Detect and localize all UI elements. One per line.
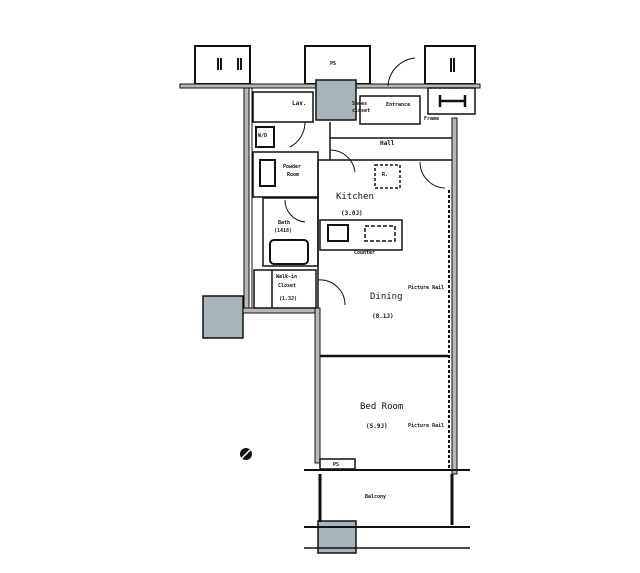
label-kitchen: Kitchen <box>336 192 374 202</box>
label-dining: Dining <box>370 292 403 302</box>
label-bedroom: Bed Room <box>360 402 404 412</box>
label-ps-top: PS <box>330 61 337 67</box>
label-closet: Closet <box>278 283 297 289</box>
label-frame: Frame <box>424 116 440 122</box>
label-kitchen-size: (3.0J) <box>341 210 363 217</box>
label-ps-bottom: PS <box>333 462 340 468</box>
label-powder-room-2: Room <box>287 172 300 178</box>
label-shoes: Shoes <box>352 101 368 107</box>
label-refrigerator: R. <box>382 172 389 178</box>
label-lavatory: Lav. <box>292 100 307 107</box>
label-powder-room: Powder <box>283 164 302 170</box>
label-bath: Bath <box>278 220 291 226</box>
pipe-shaft-top <box>315 79 357 121</box>
label-entrance: Entrance <box>386 102 411 108</box>
label-shoes-closet: closet <box>352 108 371 114</box>
label-wd: W/D <box>258 133 268 139</box>
label-balcony: Balcony <box>365 494 387 500</box>
label-picture-rail-dining: Picture Rail <box>408 285 445 291</box>
label-bath-size: (1418) <box>274 228 293 234</box>
label-bedroom-size: (5.9J) <box>366 423 388 430</box>
label-walk-in-size: (1.3J) <box>279 296 298 302</box>
label-counter: Counter <box>354 250 376 256</box>
label-walk-in: Walk-in <box>276 274 298 280</box>
label-picture-rail-bedroom: Picture Rail <box>408 423 445 429</box>
pipe-shaft-left <box>202 295 244 339</box>
label-dining-size: (8.1J) <box>372 313 394 320</box>
label-hall: Hall <box>380 140 395 147</box>
